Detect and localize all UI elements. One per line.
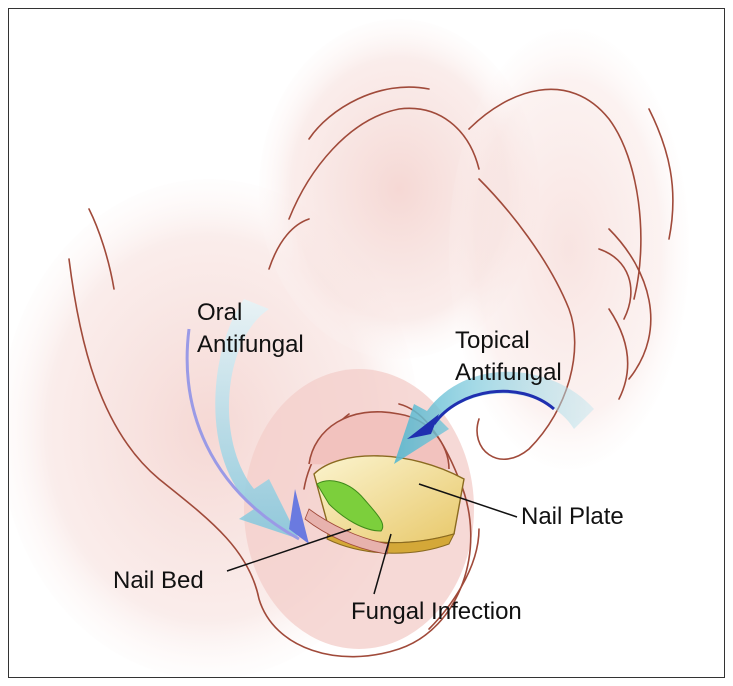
nail-plate-label: Nail Plate [521, 503, 624, 531]
topical-antifungal-label-line2: Antifungal [455, 359, 562, 387]
diagram-frame: Oral Antifungal Topical Antifungal Nail … [8, 8, 725, 678]
topical-antifungal-label-line1: Topical [455, 327, 530, 355]
oral-antifungal-label-line2: Antifungal [197, 331, 304, 359]
nail-bed-label: Nail Bed [113, 567, 204, 595]
oral-antifungal-label-line1: Oral [197, 299, 242, 327]
fungal-infection-label: Fungal Infection [351, 598, 522, 626]
